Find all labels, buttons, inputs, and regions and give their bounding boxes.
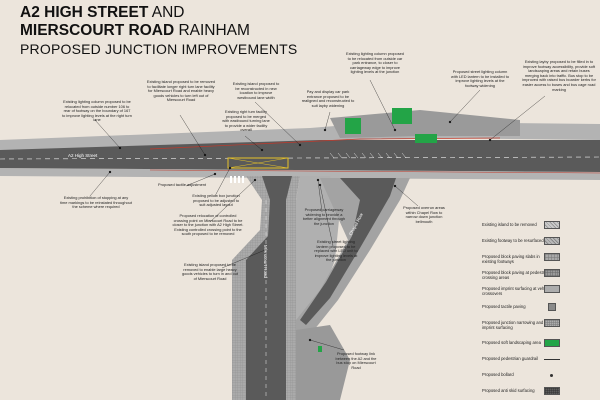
legend-label: Proposed soft landscaping area [482, 340, 541, 345]
note-footway-link: Proposed footway link between the A2 and… [335, 351, 377, 370]
legend-item: Proposed pedestrian guardrail [478, 352, 596, 368]
legend-item: Proposed tactile paving [478, 300, 596, 316]
legend-item: Proposed imprint surfacing at vehicle cr… [478, 282, 596, 298]
note-lighting-car-park: Existing lighting column proposed to be … [346, 51, 404, 75]
legend-swatch [544, 319, 560, 327]
note-right-turn-merged: Existing right turn facility proposed to… [222, 109, 270, 133]
title-line1-bold: A2 HIGH STREET [20, 4, 149, 21]
a2-carriageway [0, 140, 600, 172]
legend-item: Proposed block paving at pedestrian cros… [478, 266, 596, 282]
landscaping-3 [415, 134, 437, 143]
legend-label: Existing island to be removed [482, 222, 537, 227]
note-lighting-106: Existing lighting column proposed to be … [62, 99, 132, 123]
page-title: A2 HIGH STREET AND MIERSCOURT ROAD RAINH… [20, 4, 297, 58]
title-line2-bold: MIERSCOURT ROAD [20, 22, 175, 39]
note-island-removed-hgv: Existing island proposed to be removed t… [181, 262, 239, 281]
legend-label: Proposed block paving at pedestrian cros… [482, 270, 550, 280]
note-carriageway-widening: Proposed carriageway widening to provide… [302, 207, 346, 226]
yellow-box-junction [227, 157, 289, 169]
note-layby-filled: Existing layby proposed to be filled in … [522, 59, 596, 92]
legend-item: Proposed anti skid surfacing [478, 384, 596, 400]
legend-label: Proposed pedestrian guardrail [482, 356, 539, 361]
legend-label: Existing footway to be resurfaced [482, 238, 544, 243]
hatch-chevrons [329, 152, 407, 159]
title-line2-rest: RAINHAM [174, 22, 250, 39]
legend-item: Proposed bollard [478, 368, 596, 384]
car-park [330, 110, 520, 138]
legend-label: Proposed block paving slabs in existing … [482, 254, 540, 264]
landscaping-2 [392, 108, 412, 124]
title-line1-rest: AND [148, 4, 185, 21]
legend-swatch [544, 237, 560, 245]
legend-item: Proposed soft landscaping area [478, 336, 596, 352]
a2-centre-line [0, 156, 600, 160]
note-overrun-chapel-row: Proposed overrun areas within Chapel Row… [403, 205, 445, 224]
legend-label: Proposed bollard [482, 372, 514, 377]
note-controlled-crossing: Proposed relocation of controlled crossi… [172, 213, 244, 237]
bus-stop-area [296, 325, 350, 400]
legend-swatch [550, 374, 553, 377]
legend-swatch [544, 253, 560, 261]
legend-item: Existing island to be removed [478, 218, 596, 234]
legend-label: Proposed imprint surfacing at vehicle cr… [482, 286, 551, 296]
road-label-mierscourt: Mierscourt Road [263, 245, 268, 279]
legend-item: Existing footway to be resurfaced [478, 234, 596, 250]
chapel-carriageway [300, 178, 396, 325]
note-yellow-box: Existing yellow box junction proposed to… [192, 193, 240, 208]
legend-swatch [544, 339, 560, 347]
legend-item: Proposed junction narrowing and imprint … [478, 316, 596, 332]
legend-swatch [548, 303, 556, 311]
note-street-lighting-led: Proposed street lighting column with LED… [451, 69, 509, 88]
note-car-park-entrance: Pay and display car park entrance propos… [301, 89, 355, 108]
note-island-reconstructed: Existing island proposed to be reconstru… [232, 81, 280, 100]
zebra-crossing [230, 176, 244, 183]
legend-swatch [544, 285, 560, 293]
legend-label: Proposed junction narrowing and imprint … [482, 320, 544, 330]
legend-swatch [544, 221, 560, 229]
landscaping-1 [345, 118, 361, 134]
legend-label: Proposed tactile paving [482, 304, 526, 309]
legend-swatch [544, 359, 560, 360]
central-block [296, 176, 340, 330]
legend-label: Proposed anti skid surfacing [482, 388, 535, 393]
bus-stop-landscaping [318, 346, 322, 352]
road-label-a2: A2 High Street [68, 153, 98, 158]
scheme-redline-south [149, 169, 600, 174]
note-island-removed-longer-lane: Existing island proposed to be removed t… [146, 79, 216, 103]
note-tactile-adjustment: Proposed tactile adjustment [157, 182, 206, 187]
legend-item: Proposed block paving slabs in existing … [478, 250, 596, 266]
note-prohibition-stopping: Existing prohibition of stopping at any … [60, 195, 132, 210]
legend-swatch [544, 269, 560, 277]
legend-swatch [544, 387, 560, 395]
title-line3: PROPOSED JUNCTION IMPROVEMENTS [20, 41, 298, 57]
note-lantern-led: Existing street lighting lantern propose… [314, 239, 358, 263]
mierscourt-carriageway [246, 176, 292, 400]
leader-lines [89, 79, 546, 351]
